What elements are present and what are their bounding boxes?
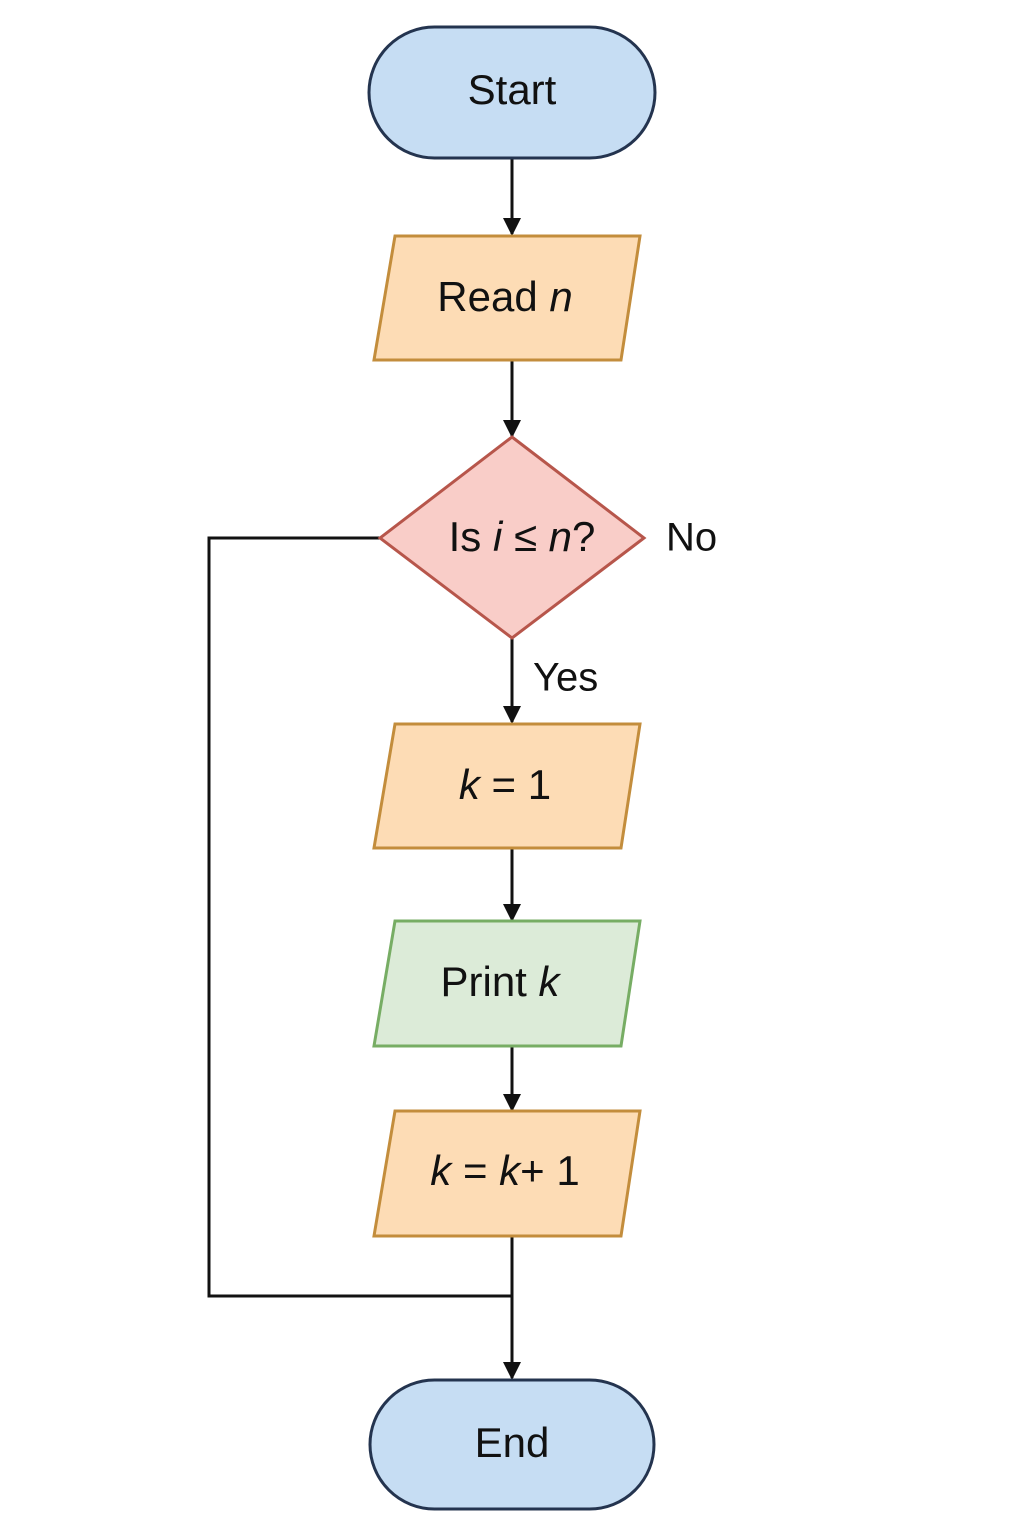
read-io-shape bbox=[372, 234, 642, 362]
increment-var-left: k bbox=[430, 1147, 453, 1194]
yes-branch-label: Yes bbox=[533, 656, 598, 700]
init-var: k bbox=[459, 761, 482, 808]
start-label: Start bbox=[468, 66, 557, 113]
init-process-shape bbox=[372, 722, 642, 850]
no-branch-label: No bbox=[666, 516, 717, 560]
increment-process-shape bbox=[372, 1109, 642, 1238]
decision-prefix: Is bbox=[449, 513, 493, 560]
decision-label: Is i ≤ n? bbox=[449, 513, 596, 560]
print-label: Print k bbox=[440, 958, 561, 1005]
decision-diamond-shape bbox=[377, 435, 647, 640]
start-terminal-shape bbox=[367, 25, 657, 160]
read-prefix: Read bbox=[437, 273, 549, 320]
decision-suffix: ? bbox=[572, 513, 595, 560]
init-rest: = 1 bbox=[480, 761, 551, 808]
print-prefix: Print bbox=[440, 958, 538, 1005]
read-var: n bbox=[549, 273, 572, 320]
init-label: k = 1 bbox=[459, 761, 551, 808]
increment-label: k = k+ 1 bbox=[430, 1147, 579, 1194]
increment-rest: + 1 bbox=[520, 1147, 580, 1194]
init-node: k = 1 bbox=[372, 722, 642, 850]
increment-var-right: k bbox=[499, 1147, 522, 1194]
increment-node: k = k+ 1 bbox=[372, 1109, 642, 1238]
start-node: Start bbox=[367, 25, 657, 160]
end-terminal-shape bbox=[368, 1378, 656, 1511]
print-output-shape bbox=[372, 919, 642, 1048]
print-var: k bbox=[539, 958, 562, 1005]
decision-operator: ≤ bbox=[502, 513, 548, 560]
end-label: End bbox=[475, 1419, 550, 1466]
decision-var-n: n bbox=[549, 513, 572, 560]
read-node: Read n bbox=[372, 234, 642, 362]
edge-decision-left-loop bbox=[207, 536, 512, 1298]
decision-node: Is i ≤ n? bbox=[377, 435, 647, 640]
print-node: Print k bbox=[372, 919, 642, 1048]
end-node: End bbox=[368, 1378, 656, 1511]
increment-equals: = bbox=[451, 1147, 499, 1194]
read-label: Read n bbox=[437, 273, 572, 320]
decision-var-i: i bbox=[493, 513, 504, 560]
